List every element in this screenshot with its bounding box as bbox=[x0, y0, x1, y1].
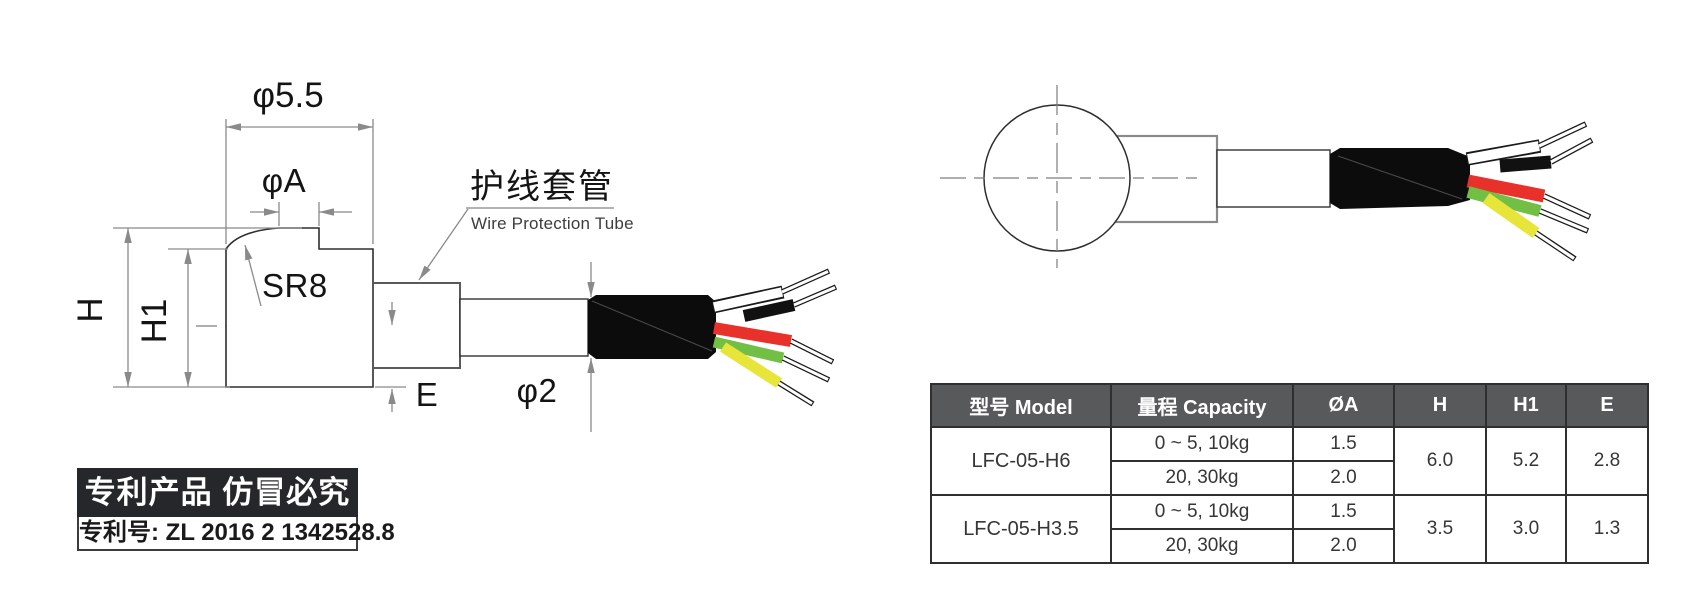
front-view-drawing: φ5.5 φA SR8 H bbox=[71, 76, 838, 432]
h1-cell: 3.0 bbox=[1485, 494, 1567, 564]
tube-label-cn: 护线套管 bbox=[470, 168, 614, 206]
cable-sheath bbox=[588, 295, 716, 359]
wire-yellow-top bbox=[1482, 193, 1577, 262]
col-header-diameter-a: ØA bbox=[1292, 383, 1395, 428]
wire-yellow bbox=[720, 342, 815, 407]
dim-sphere-radius: SR8 bbox=[244, 244, 328, 307]
tube-label-en: Wire Protection Tube bbox=[471, 214, 634, 233]
capacity-cell: 20, 30kg bbox=[1110, 460, 1294, 496]
patent-number: 专利号: ZL 2016 2 1342528.8 bbox=[77, 517, 395, 551]
dim-height-h: H bbox=[71, 227, 302, 388]
table-row: LFC-05-H6 0 ~ 5, 10kg 1.5 6.0 5.2 2.8 bbox=[930, 426, 1649, 496]
dim-label-phiA: φA bbox=[262, 162, 306, 199]
wire-black-top bbox=[1499, 137, 1594, 173]
top-view-drawing bbox=[940, 85, 1594, 268]
col-header-capacity: 量程 Capacity bbox=[1110, 383, 1294, 428]
cable-top bbox=[1216, 149, 1331, 208]
dim-label-sr8: SR8 bbox=[262, 267, 328, 304]
sheath-highlight bbox=[591, 300, 713, 352]
spec-table-header-row: 型号 Model 量程 Capacity ØA H H1 E bbox=[930, 383, 1649, 428]
dim-label-h: H bbox=[71, 297, 110, 322]
col-header-h: H bbox=[1393, 383, 1487, 428]
model-cell: LFC-05-H3.5 bbox=[930, 494, 1112, 564]
cable bbox=[459, 298, 589, 357]
wire-red bbox=[713, 322, 835, 365]
dim-boss-diameter: φA bbox=[250, 162, 352, 226]
h-cell: 3.5 bbox=[1393, 494, 1487, 564]
e-cell: 2.8 bbox=[1565, 426, 1649, 496]
wire-white bbox=[711, 268, 831, 314]
diameter-a-cell: 1.5 bbox=[1292, 426, 1395, 462]
table-row: 20, 30kg 2.0 bbox=[931, 460, 1648, 496]
dim-body-diameter: φ5.5 bbox=[225, 76, 374, 244]
patent-block: 专利产品 仿冒必究 专利号: ZL 2016 2 1342528.8 bbox=[77, 468, 395, 551]
dim-height-h1: H1 bbox=[135, 248, 228, 387]
spec-table: 型号 Model 量程 Capacity ØA H H1 E LFC-05-H6… bbox=[930, 383, 1649, 564]
wire-green-top bbox=[1466, 186, 1590, 234]
dim-e: E bbox=[375, 302, 438, 413]
tube-callout: 护线套管 Wire Protection Tube bbox=[418, 168, 634, 281]
table-row: LFC-05-H3.5 0 ~ 5, 10kg 1.5 3.5 3.0 1.3 bbox=[930, 494, 1649, 564]
table-row: 20, 30kg 2.0 bbox=[931, 528, 1648, 564]
wire-red-top bbox=[1466, 174, 1592, 220]
diameter-a-cell: 2.0 bbox=[1292, 460, 1395, 496]
h1-cell: 5.2 bbox=[1485, 426, 1567, 496]
h-cell: 6.0 bbox=[1393, 426, 1487, 496]
dim-cable-diameter: φ2 bbox=[517, 262, 595, 432]
col-header-model: 型号 Model bbox=[930, 383, 1112, 428]
col-header-h1: H1 bbox=[1485, 383, 1567, 428]
sheath-highlight-top bbox=[1337, 155, 1463, 200]
wire-white-top bbox=[1465, 121, 1588, 166]
capacity-cell: 20, 30kg bbox=[1110, 528, 1294, 564]
dim-label-phi2: φ2 bbox=[517, 372, 558, 409]
sensor-body bbox=[225, 227, 374, 388]
dim-label-h1: H1 bbox=[135, 299, 174, 344]
patent-banner: 专利产品 仿冒必究 bbox=[77, 468, 358, 517]
model-cell: LFC-05-H6 bbox=[930, 426, 1112, 496]
wire-protection-tube bbox=[372, 282, 461, 369]
e-cell: 1.3 bbox=[1565, 494, 1649, 564]
dim-label-e: E bbox=[416, 376, 439, 413]
cable-sheath-top bbox=[1330, 148, 1470, 209]
capacity-cell: 0 ~ 5, 10kg bbox=[1110, 494, 1294, 530]
wire-black bbox=[742, 284, 838, 322]
diameter-a-cell: 1.5 bbox=[1292, 494, 1395, 530]
dim-label-phi5-5: φ5.5 bbox=[252, 76, 323, 115]
diameter-a-cell: 2.0 bbox=[1292, 528, 1395, 564]
col-header-e: E bbox=[1565, 383, 1649, 428]
capacity-cell: 0 ~ 5, 10kg bbox=[1110, 426, 1294, 462]
